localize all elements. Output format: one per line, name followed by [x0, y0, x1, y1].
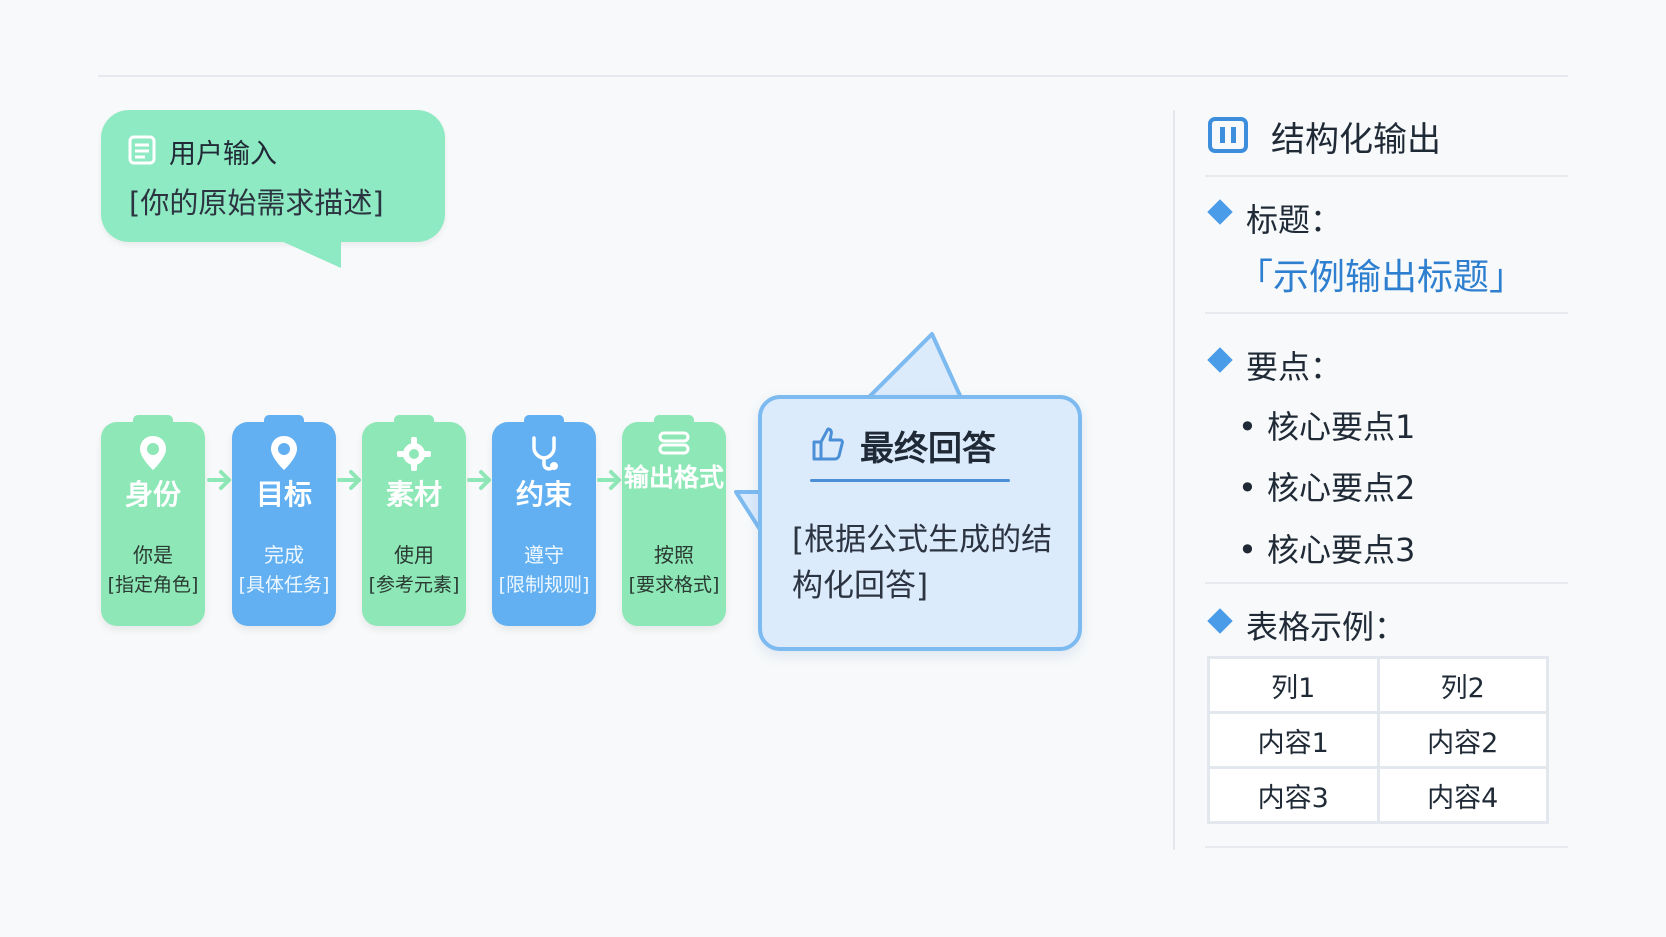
- step-sub1: 按照: [654, 543, 694, 567]
- columns-icon: [1207, 116, 1249, 158]
- example-table: 列1 列2 内容1 内容2 内容3 内容4: [1207, 656, 1549, 824]
- final-answer-text: [根据公式生成的结构化回答]: [792, 522, 1053, 604]
- location-pin-icon: [101, 434, 205, 474]
- divider: [1205, 175, 1568, 177]
- step-output-format: 输出格式 按照 [要求格式]: [622, 415, 726, 626]
- top-divider: [98, 75, 1568, 77]
- arrow-right-icon: [467, 470, 491, 490]
- bubble-tail: [864, 332, 964, 402]
- table-row: 列1 列2: [1207, 656, 1549, 714]
- table-header-cell: 列2: [1376, 656, 1549, 714]
- step-sub1: 你是: [133, 543, 173, 567]
- step-sub2: [具体任务]: [238, 574, 330, 596]
- user-input-text: [你的原始需求描述]: [129, 186, 384, 220]
- document-icon: [127, 134, 157, 170]
- list-item: • 核心要点3: [1238, 531, 1416, 569]
- step-title: 身份: [124, 478, 181, 511]
- step-sub2: [指定角色]: [107, 574, 199, 596]
- arrow-right-icon: [597, 470, 621, 490]
- step-goal: 目标 完成 [具体任务]: [232, 415, 336, 626]
- final-answer-bubble: 最终回答 [根据公式生成的结构化回答]: [758, 395, 1082, 651]
- step-material: 素材 使用 [参考元素]: [362, 415, 466, 626]
- step-sub2: [限制规则]: [498, 574, 590, 596]
- panel-divider: [1173, 110, 1175, 850]
- step-title: 输出格式: [623, 463, 724, 492]
- panel-header: 结构化输出: [1207, 112, 1441, 161]
- thumbs-up-icon: [810, 426, 846, 466]
- step-sub2: [参考元素]: [368, 574, 460, 596]
- table-cell: 内容3: [1207, 766, 1380, 824]
- divider: [1205, 312, 1568, 314]
- table-cell: 内容2: [1376, 711, 1549, 769]
- diamond-bullet-icon: [1207, 608, 1233, 634]
- title-underline: [810, 479, 1010, 482]
- user-input-bubble: 用户输入 [你的原始需求描述]: [101, 110, 445, 268]
- panel-title: 结构化输出: [1271, 120, 1441, 160]
- gear-icon: [362, 434, 466, 474]
- stethoscope-icon: [492, 434, 596, 474]
- table-cell: 内容1: [1207, 711, 1380, 769]
- list-item: • 核心要点1: [1238, 408, 1416, 446]
- title-example: 「示例输出标题」: [1237, 257, 1526, 298]
- title-label: 标题：: [1246, 201, 1343, 239]
- step-identity: 身份 你是 [指定角色]: [101, 415, 205, 626]
- arrow-right-icon: [207, 470, 231, 490]
- step-sub1: 遵守: [524, 543, 564, 567]
- table-row: 内容3 内容4: [1207, 766, 1549, 824]
- divider: [1205, 846, 1568, 848]
- step-sub1: 使用: [394, 543, 434, 567]
- list-item: • 核心要点2: [1238, 469, 1416, 507]
- step-constraint: 约束 遵守 [限制规则]: [492, 415, 596, 626]
- step-sub1: 完成: [264, 543, 304, 567]
- table-cell: 内容4: [1376, 766, 1549, 824]
- step-title: 约束: [515, 478, 572, 511]
- final-answer-title: 最终回答: [860, 429, 996, 469]
- diamond-bullet-icon: [1207, 199, 1233, 225]
- location-pin-icon: [232, 434, 336, 474]
- divider: [1205, 582, 1568, 584]
- step-title: 目标: [255, 478, 312, 511]
- arrow-right-icon: [337, 470, 361, 490]
- table-row: 内容1 内容2: [1207, 711, 1549, 769]
- user-input-title: 用户输入: [169, 139, 277, 170]
- points-label: 要点：: [1246, 348, 1343, 386]
- stack-icon: [622, 430, 726, 470]
- table-label: 表格示例：: [1246, 608, 1407, 646]
- step-title: 素材: [385, 478, 442, 511]
- step-sub2: [要求格式]: [628, 574, 720, 596]
- table-header-cell: 列1: [1207, 656, 1380, 714]
- diamond-bullet-icon: [1207, 347, 1233, 373]
